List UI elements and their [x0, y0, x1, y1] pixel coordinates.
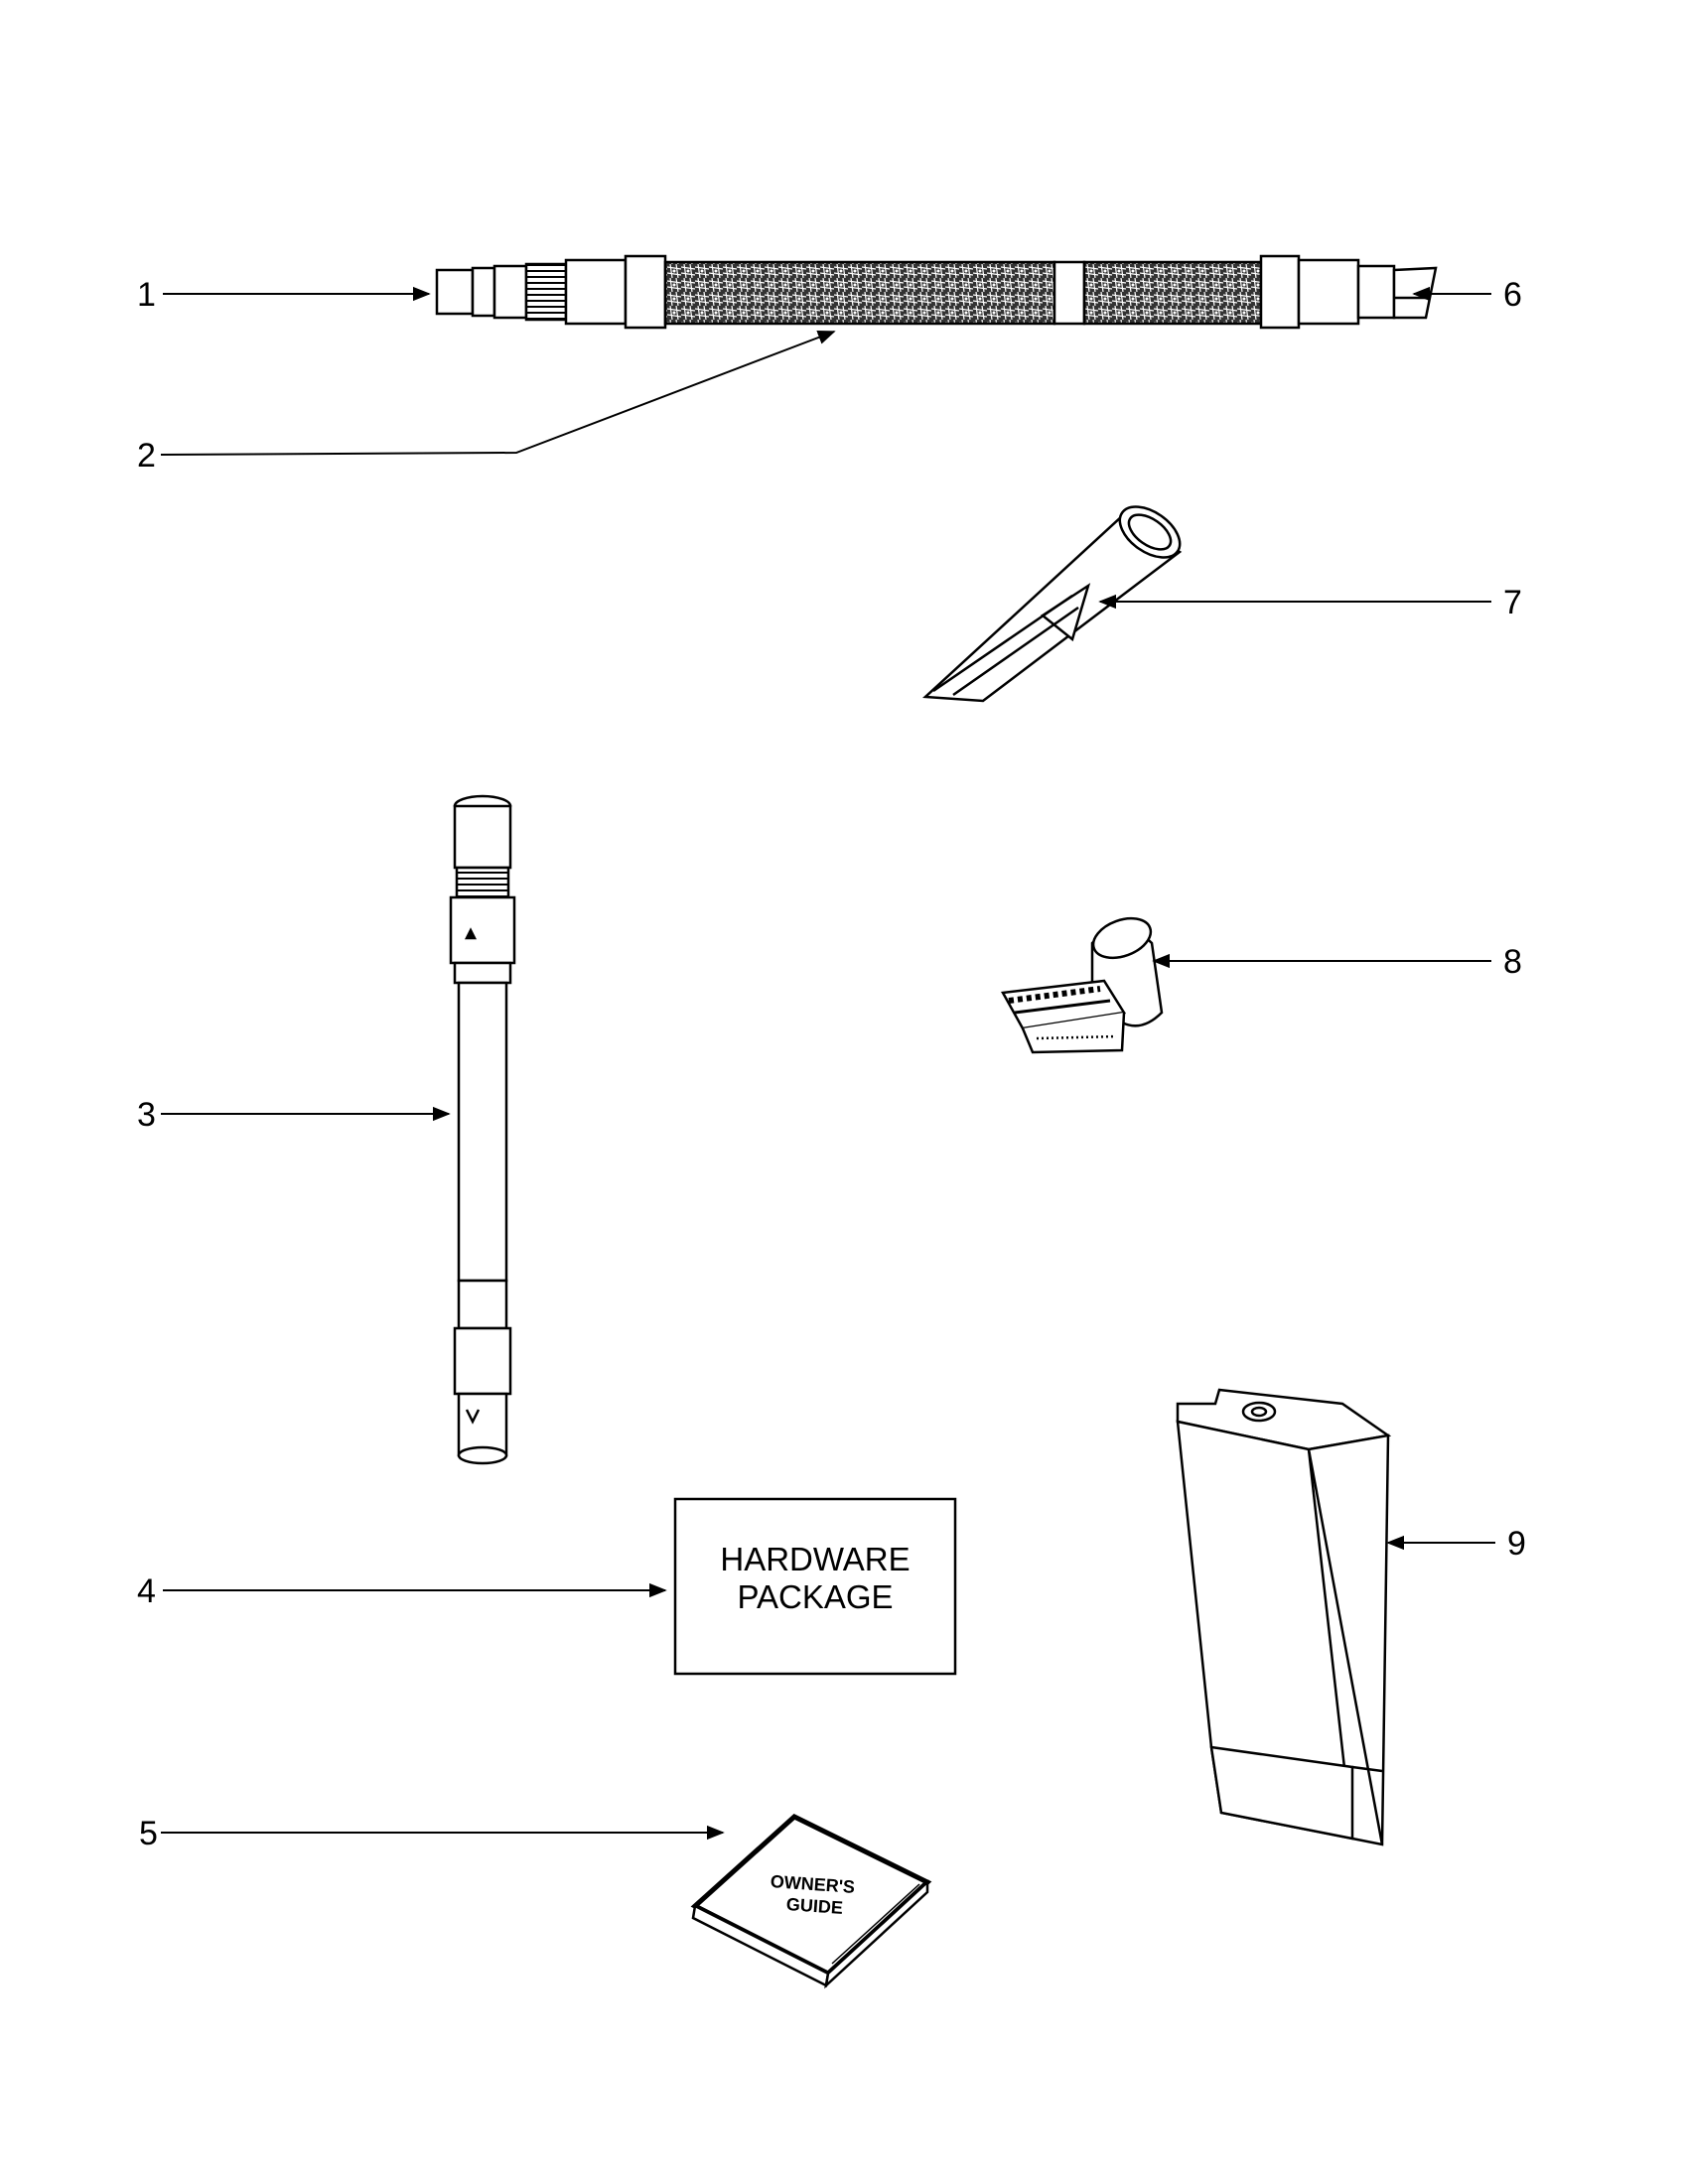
callout-5: 5: [139, 1815, 158, 1852]
callout-8: 8: [1503, 943, 1522, 981]
owners-guide: OWNER'S GUIDE: [690, 1814, 932, 1989]
dust-bag: [1176, 1388, 1392, 1846]
callout-6: 6: [1503, 276, 1522, 314]
callout-7: 7: [1503, 584, 1522, 621]
owners-guide-line2: GUIDE: [785, 1894, 843, 1918]
hardware-package-line2: PACKAGE: [737, 1578, 893, 1615]
callout-1: 1: [137, 276, 156, 314]
callout-3: 3: [137, 1096, 156, 1134]
hose-assembly: [435, 254, 1438, 330]
callout-4: 4: [137, 1572, 156, 1610]
extension-wand: [449, 794, 516, 1465]
hardware-package: HARDWARE PACKAGE: [673, 1497, 957, 1676]
dusting-brush: [1001, 916, 1164, 1054]
leader-2: [160, 331, 836, 456]
callout-9: 9: [1507, 1525, 1526, 1563]
hardware-package-line1: HARDWARE: [720, 1541, 910, 1577]
callout-2: 2: [137, 437, 156, 475]
callout-numbers: 1 2 3 4 5 6 7 8 9: [137, 276, 1526, 1852]
crevice-tool: [922, 505, 1183, 703]
leader-lines: [160, 286, 1495, 1841]
